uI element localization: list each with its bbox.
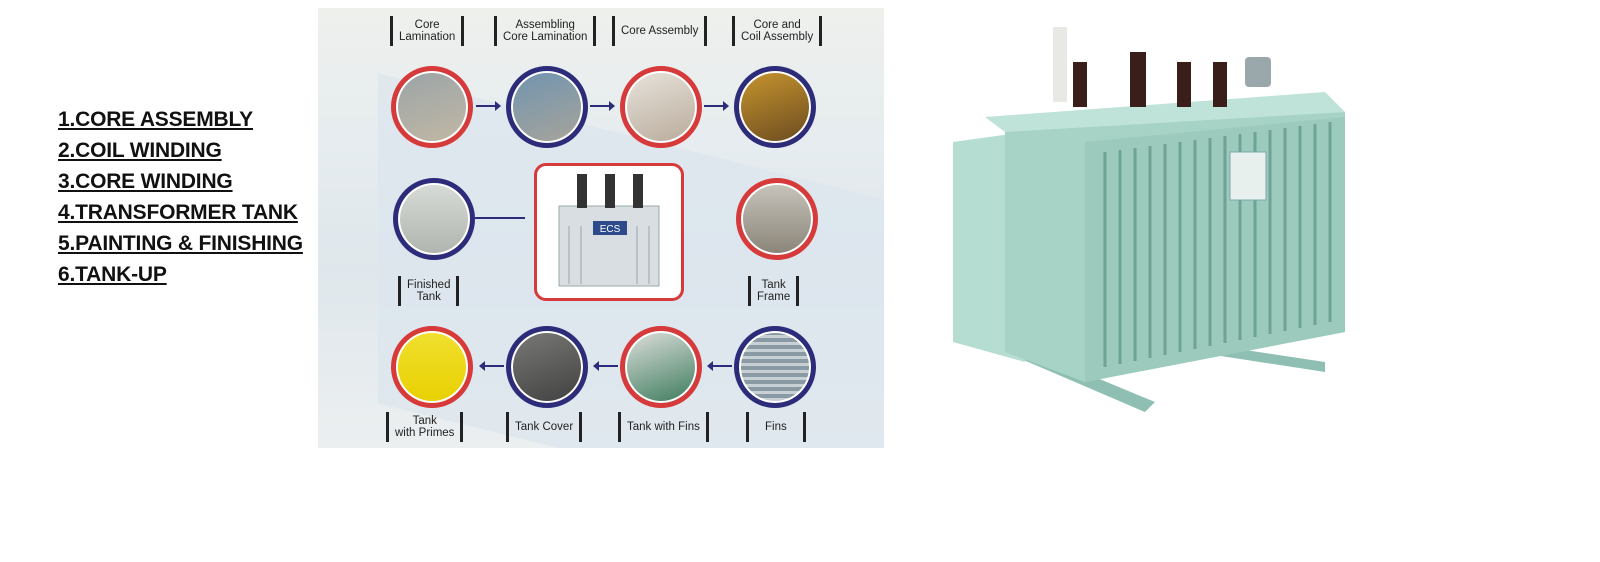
brand-logo: ECS	[600, 224, 621, 235]
label-tank-frame: Tank Frame	[748, 276, 800, 306]
step-item: 5.PAINTING & FINISHING	[58, 232, 303, 255]
process-steps-list: 1.CORE ASSEMBLY 2.COIL WINDING 3.CORE WI…	[58, 104, 303, 290]
label-fins: Fins	[746, 412, 806, 442]
core-coil-assembly-photo	[734, 66, 816, 148]
arrow-right	[590, 101, 615, 111]
transformer-photo	[953, 27, 1345, 412]
tank-with-primes-photo	[391, 326, 473, 408]
arrow-left	[479, 361, 504, 371]
label-tank-with-fins: Tank with Fins	[618, 412, 709, 442]
transformer-illustration: ECS	[558, 174, 660, 287]
tank-cover-photo	[506, 326, 588, 408]
finished-tank-photo	[393, 178, 475, 260]
arrow-right	[704, 101, 729, 111]
core-lamination-photo	[391, 66, 473, 148]
connector-line	[475, 217, 525, 219]
label-core-coil-assembly: Core and Coil Assembly	[732, 16, 823, 46]
finished-transformer-box: ECS	[534, 163, 684, 301]
label-tank-cover: Tank Cover	[506, 412, 583, 442]
arrow-left	[707, 361, 732, 371]
assembling-core-photo	[506, 66, 588, 148]
tank-with-fins-photo	[620, 326, 702, 408]
tank-frame-photo	[736, 178, 818, 260]
label-core-assembly: Core Assembly	[612, 16, 708, 46]
step-item: 6.TANK-UP	[58, 263, 167, 286]
core-assembly-photo	[620, 66, 702, 148]
step-item: 2.COIL WINDING	[58, 139, 222, 162]
step-item: 4.TRANSFORMER TANK	[58, 201, 298, 224]
label-tank-with-primes: Tank with Primes	[386, 412, 464, 442]
label-finished-tank: Finished Tank	[398, 276, 460, 306]
arrow-right	[476, 101, 501, 111]
arrow-left	[593, 361, 618, 371]
step-item: 1.CORE ASSEMBLY	[58, 108, 253, 131]
label-assembling-core-lamination: Assembling Core Lamination	[494, 16, 597, 46]
label-core-lamination: Core Lamination	[390, 16, 465, 46]
fins-photo	[734, 326, 816, 408]
step-item: 3.CORE WINDING	[58, 170, 233, 193]
manufacturing-process-infographic: Core Lamination Assembling Core Laminati…	[318, 8, 884, 448]
